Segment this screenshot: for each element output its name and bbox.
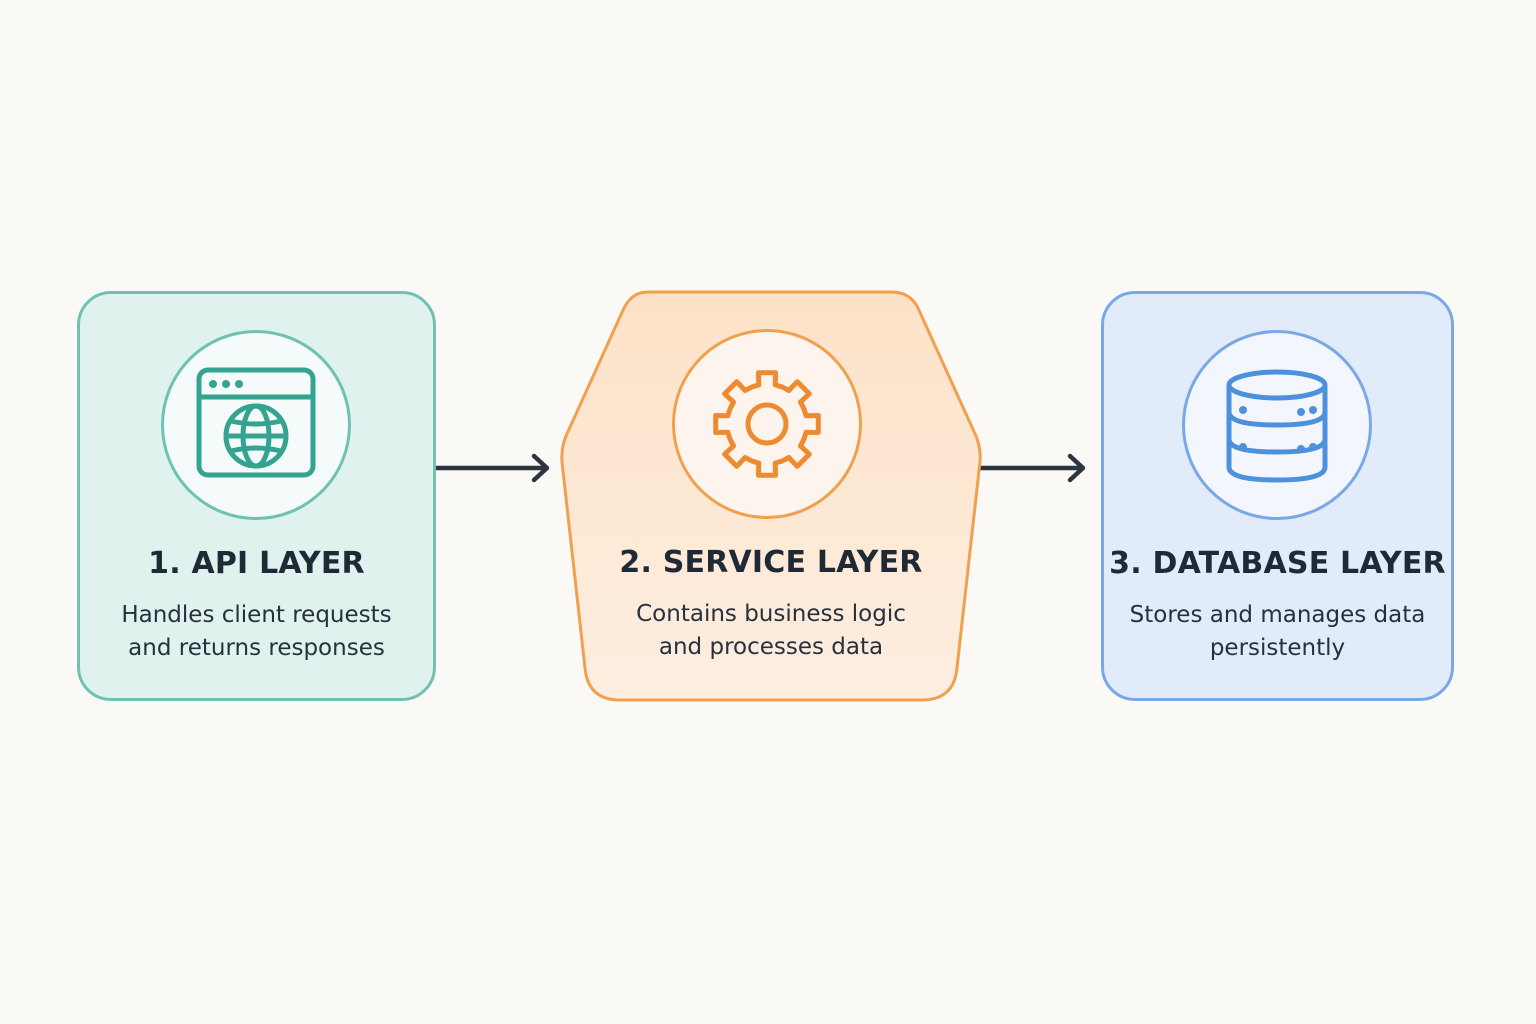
database-layer-description: Stores and manages data persistently [1104,599,1451,665]
service-layer-desc-line2: and processes data [658,634,884,660]
api-layer-node: 1. API LAYER Handles client requests and… [77,291,436,701]
api-icon-circle [161,330,351,520]
database-icon [1226,369,1328,483]
service-layer-node: 2. SERVICE LAYER Contains business logic… [560,290,982,702]
database-layer-desc-line2: persistently [1209,635,1346,661]
api-layer-desc-line1: Handles client requests [121,602,392,628]
api-layer-description: Handles client requests and returns resp… [80,599,433,665]
arrow-api-to-service [436,453,550,483]
browser-globe-icon [196,367,316,478]
api-layer-desc-line2: and returns responses [128,635,385,661]
service-layer-description: Contains business logic and processes da… [560,598,982,664]
service-layer-title: 2. SERVICE LAYER [619,545,923,580]
database-layer-desc-line1: Stores and manages data [1129,602,1426,628]
service-icon-circle [672,329,862,519]
database-layer-title: 3. DATABASE LAYER [1109,546,1446,581]
api-layer-title: 1. API LAYER [148,546,365,581]
arrow-service-to-database [980,453,1086,483]
database-icon-circle [1182,330,1372,520]
service-layer-desc-line1: Contains business logic [636,601,906,627]
database-layer-node: 3. DATABASE LAYER Stores and manages dat… [1101,291,1454,701]
gear-icon [713,370,821,478]
